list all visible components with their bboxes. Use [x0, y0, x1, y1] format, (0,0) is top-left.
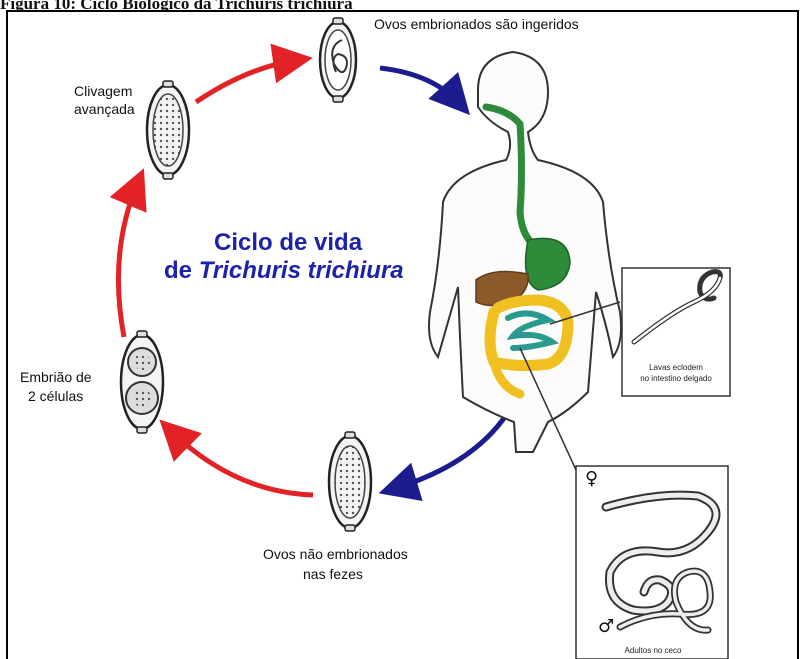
arrow-embryonated-to-human [380, 68, 460, 104]
arrow-advanced-to-embryonated [196, 60, 298, 102]
label-feces-line2: nas fezes [303, 566, 363, 583]
human-figure [429, 52, 621, 470]
egg-two-cell [121, 331, 163, 433]
label-two-cell-line1: Embrião de [20, 369, 92, 386]
diagram-title-prefix: de [164, 257, 192, 284]
label-larvae-line1: Lavas eclodem [624, 363, 728, 373]
label-advanced-cleavage-line2: avançada [74, 101, 135, 118]
label-larvae-line2: no intestino delgado [624, 374, 728, 384]
label-two-cell-line2: 2 células [28, 388, 83, 405]
egg-advanced-cleavage [147, 81, 189, 179]
arrow-feces-to-twocell [170, 430, 313, 495]
male-symbol-icon: ♂ [598, 618, 614, 636]
label-adults: Adultos no ceco [578, 646, 728, 656]
diagram-title-line2: de Trichuris trichiura [164, 256, 404, 286]
diagram-title-species: Trichuris trichiura [199, 257, 404, 284]
female-symbol-icon: ♀ [585, 470, 598, 488]
egg-embryonated [320, 18, 356, 102]
label-advanced-cleavage-line1: Clivagem [74, 83, 132, 100]
label-feces-line1: Ovos não embrionados [263, 546, 408, 563]
diagram-title-line1: Ciclo de vida [214, 228, 362, 258]
arrow-twocell-to-advanced [118, 182, 138, 337]
label-ingested: Ovos embrionados são ingeridos [374, 16, 579, 33]
egg-unembryonated [329, 432, 371, 531]
